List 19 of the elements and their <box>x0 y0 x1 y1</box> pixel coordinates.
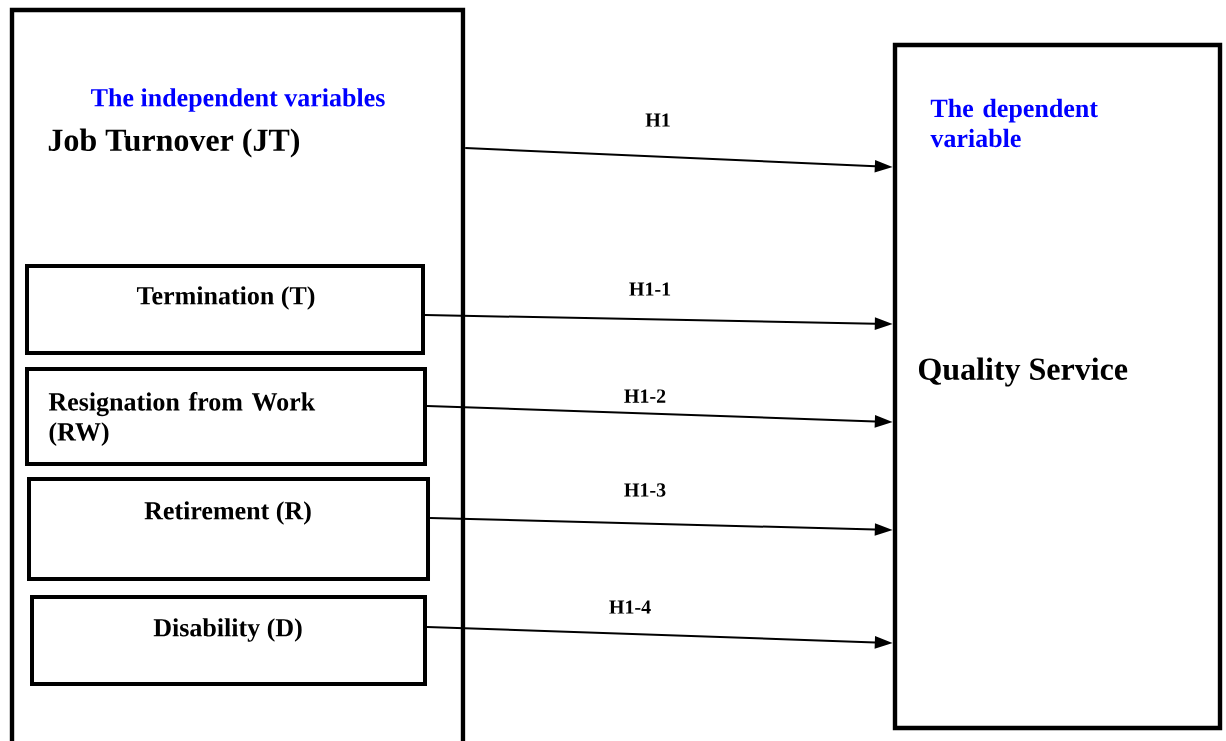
edge-label: H1-2 <box>621 387 669 405</box>
edge-label: H1-1 <box>626 280 674 298</box>
variable-box <box>30 595 427 686</box>
variable-box <box>25 264 425 355</box>
heading-text: The independent variables <box>91 88 385 112</box>
edge-label: H1-4 <box>606 598 654 616</box>
heading-text: The dependent variable <box>930 98 1098 148</box>
node-text: Resignation from Work (RW) <box>48 392 316 446</box>
node-text: Job Turnover (JT) <box>48 128 300 158</box>
node-text: Termination (T) <box>137 286 315 310</box>
node-text: Retirement (R) <box>144 501 311 525</box>
variable-box <box>25 367 427 466</box>
variable-box <box>892 42 1223 731</box>
node-text: Disability (D) <box>153 618 302 642</box>
edge-label: H1 <box>643 111 673 129</box>
edge-label: H1-3 <box>621 481 669 499</box>
variable-box <box>9 7 466 741</box>
node-text: Quality Service <box>919 357 1128 387</box>
variable-box <box>27 477 430 581</box>
